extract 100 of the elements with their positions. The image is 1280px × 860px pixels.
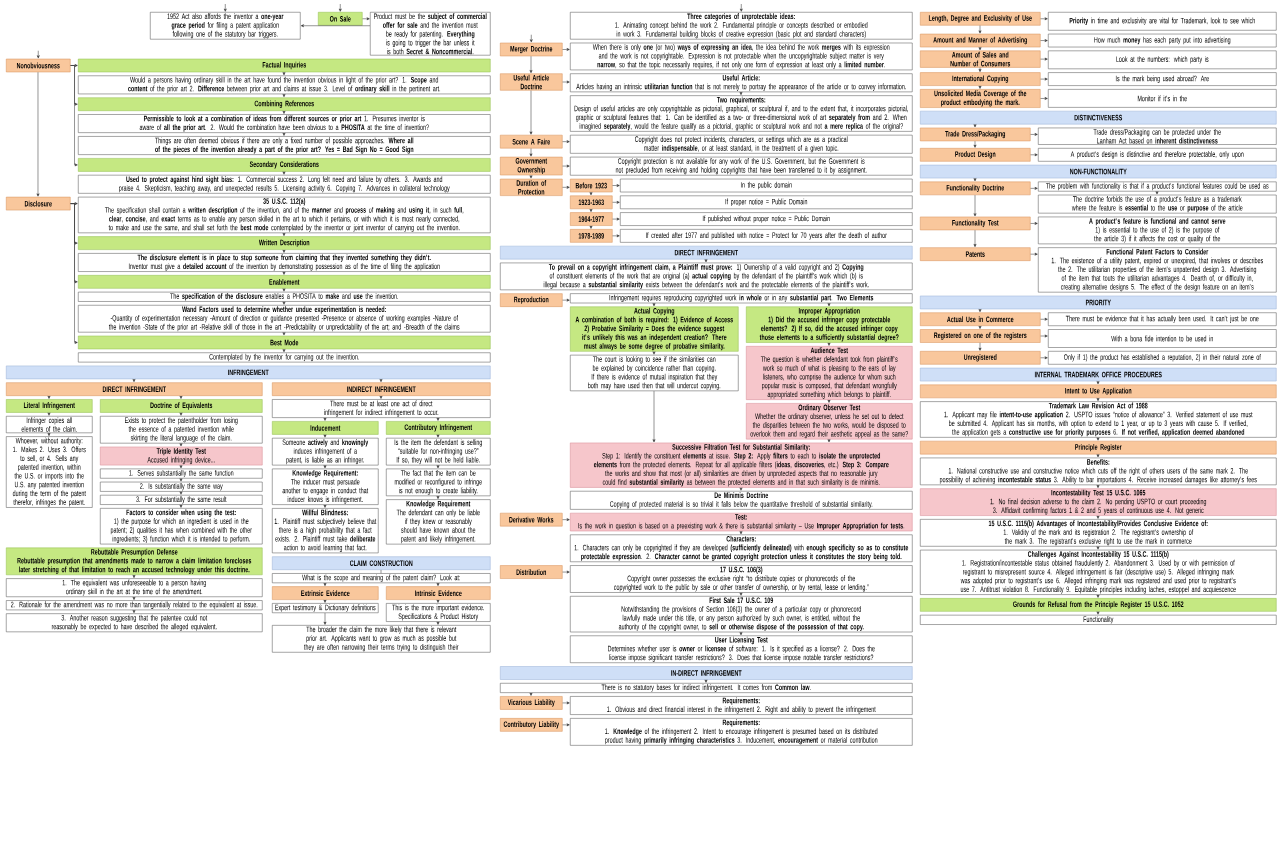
arrow bbox=[282, 232, 286, 236]
arrow bbox=[562, 723, 570, 727]
arrow bbox=[1096, 594, 1100, 598]
arrow bbox=[282, 288, 286, 292]
arrow bbox=[379, 378, 383, 383]
arrow bbox=[132, 378, 136, 383]
arrow bbox=[1096, 515, 1100, 519]
arrow bbox=[70, 203, 78, 344]
arrow bbox=[436, 465, 440, 469]
arrow bbox=[612, 200, 620, 204]
arrow bbox=[1030, 133, 1038, 136]
arrow bbox=[612, 184, 620, 187]
arrow bbox=[612, 234, 620, 238]
arrow bbox=[529, 90, 533, 135]
arrow bbox=[978, 342, 982, 351]
arrow bbox=[562, 701, 570, 705]
arrow bbox=[562, 80, 570, 84]
arrow bbox=[1040, 39, 1048, 42]
arrow bbox=[973, 229, 977, 248]
arrow bbox=[612, 217, 620, 221]
arrow bbox=[436, 434, 440, 438]
arrow bbox=[652, 390, 656, 443]
arrow bbox=[282, 301, 286, 305]
arrow bbox=[562, 570, 570, 574]
arrow bbox=[1030, 153, 1038, 157]
arrow bbox=[47, 412, 51, 416]
arrow bbox=[978, 325, 982, 329]
arrow bbox=[1040, 17, 1048, 21]
arrow bbox=[179, 478, 183, 482]
arrow bbox=[1040, 317, 1048, 321]
arrow bbox=[323, 582, 327, 586]
arrow bbox=[973, 178, 977, 182]
arrow bbox=[132, 596, 136, 600]
arrow bbox=[436, 599, 440, 603]
arrow bbox=[323, 434, 327, 438]
arrow bbox=[223, 3, 227, 12]
arrow bbox=[562, 185, 570, 189]
arrow bbox=[739, 632, 743, 636]
arrow bbox=[1040, 97, 1048, 100]
arrow bbox=[282, 249, 286, 253]
arrow bbox=[1155, 191, 1159, 195]
arrow bbox=[323, 504, 327, 508]
arrow bbox=[282, 348, 286, 353]
arrow bbox=[132, 574, 136, 578]
arrow bbox=[282, 271, 286, 275]
arrow bbox=[827, 399, 831, 403]
arrow bbox=[562, 164, 570, 168]
arrow bbox=[436, 417, 440, 421]
arrow bbox=[1096, 437, 1100, 441]
arrow bbox=[323, 599, 327, 603]
arrow bbox=[36, 50, 40, 59]
arrow bbox=[589, 192, 593, 196]
arrow bbox=[132, 609, 136, 614]
arrow bbox=[589, 208, 593, 212]
arrow bbox=[70, 65, 78, 167]
arrow bbox=[1096, 381, 1100, 385]
arrow bbox=[529, 56, 533, 74]
arrow bbox=[323, 417, 327, 421]
arrow bbox=[47, 432, 51, 436]
arrow bbox=[529, 175, 533, 179]
arrow bbox=[323, 465, 327, 469]
arrow bbox=[562, 48, 570, 51]
arrow bbox=[973, 194, 977, 217]
arrow bbox=[282, 110, 286, 114]
arrow bbox=[282, 93, 286, 98]
arrow bbox=[739, 592, 743, 596]
arrow bbox=[1040, 334, 1048, 338]
arrow bbox=[529, 692, 533, 696]
arrow bbox=[379, 395, 383, 399]
arrow bbox=[179, 395, 183, 399]
arrow bbox=[1030, 222, 1038, 225]
arrow bbox=[562, 518, 570, 522]
arrow bbox=[529, 34, 533, 43]
arrow bbox=[1030, 252, 1038, 256]
arrow bbox=[1040, 57, 1048, 61]
arrow bbox=[978, 85, 982, 89]
arrow bbox=[562, 140, 570, 144]
arrow bbox=[1096, 611, 1100, 615]
arrow bbox=[282, 171, 286, 175]
arrow bbox=[323, 612, 327, 625]
arrow bbox=[529, 148, 533, 157]
arrow bbox=[739, 487, 743, 491]
arrow bbox=[827, 342, 831, 346]
arrow bbox=[179, 412, 183, 416]
arrow bbox=[179, 504, 183, 508]
arrow bbox=[179, 491, 183, 495]
arrow bbox=[436, 621, 440, 625]
arrow bbox=[47, 395, 51, 399]
arrow bbox=[1040, 77, 1048, 81]
arrow bbox=[436, 495, 440, 499]
arrow bbox=[978, 308, 982, 313]
arrow bbox=[827, 439, 831, 443]
arrow bbox=[739, 3, 743, 12]
arrow bbox=[978, 47, 982, 51]
arrow bbox=[827, 303, 831, 307]
arrow bbox=[1096, 397, 1100, 401]
arrow bbox=[739, 91, 743, 95]
arrow bbox=[282, 72, 286, 76]
arrow bbox=[978, 25, 982, 34]
arrow bbox=[36, 72, 40, 197]
